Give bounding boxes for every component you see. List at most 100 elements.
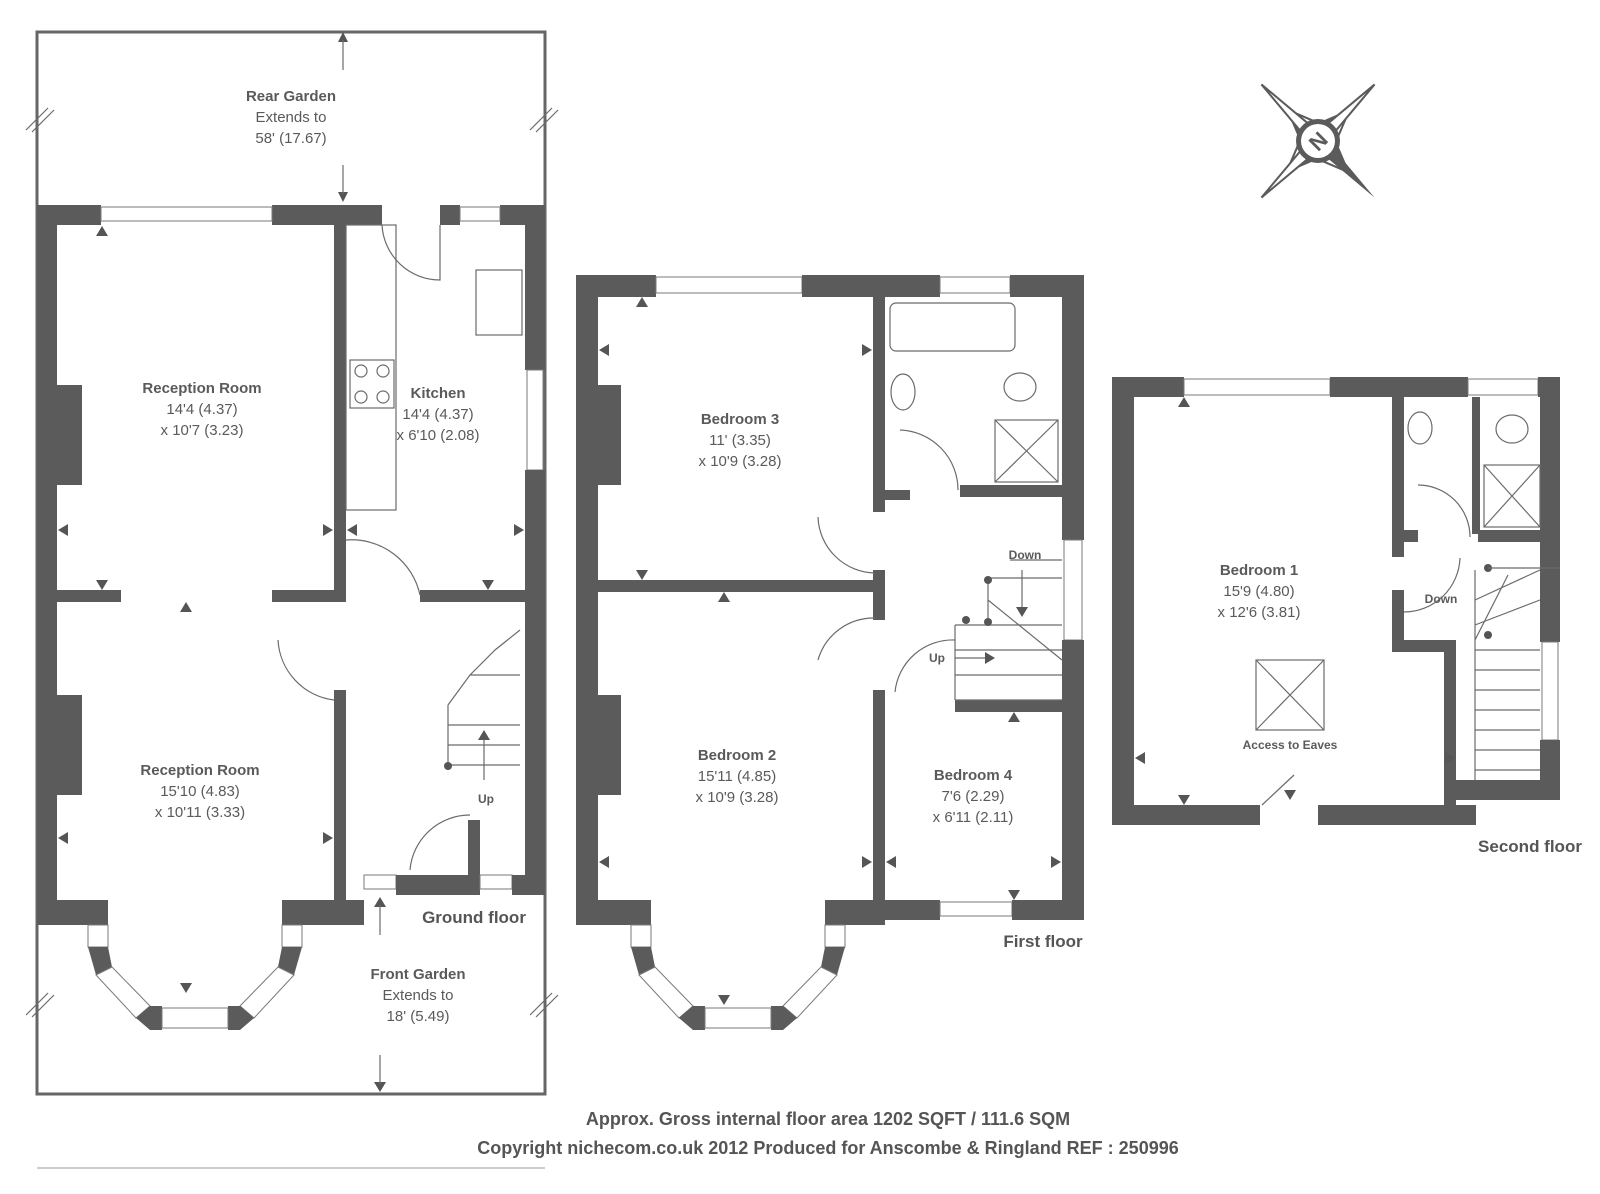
door-swing	[277, 639, 335, 701]
wall	[272, 590, 346, 602]
wall	[334, 205, 346, 595]
ground-floor-plan: Rear Garden Extends to 58' (17.67) Recep…	[25, 30, 559, 1096]
floor-label: Ground floor	[422, 908, 526, 927]
dimension-arrow	[886, 856, 896, 868]
bay-wall	[679, 1006, 705, 1030]
dimension-arrow	[1178, 397, 1190, 407]
room-dimension: 58' (17.67)	[255, 130, 326, 147]
wall	[420, 590, 525, 602]
bay-window	[638, 966, 694, 1019]
door-swing	[409, 814, 471, 871]
wall	[37, 695, 82, 795]
wall	[272, 205, 382, 225]
shower-cross	[994, 419, 1059, 483]
room-dimension: 15'11 (4.85)	[698, 768, 776, 785]
wall	[512, 875, 545, 895]
door-swing	[817, 617, 876, 661]
room-dimension: x 10'9 (3.28)	[699, 453, 782, 470]
break-mark	[529, 107, 559, 133]
window	[939, 276, 1011, 294]
break-mark	[25, 107, 55, 133]
break-mark	[25, 992, 55, 1018]
dimension-arrow	[58, 832, 68, 844]
door-swing	[1261, 774, 1295, 806]
washbasin	[1407, 411, 1433, 445]
dimension-arrow	[323, 832, 333, 844]
wall	[1112, 805, 1260, 825]
room-name: Bedroom 2	[698, 747, 776, 764]
bay-wall	[821, 947, 845, 975]
window	[1467, 378, 1539, 396]
staircase	[1474, 569, 1541, 780]
wall	[1062, 275, 1084, 540]
room-dimension: 15'10 (4.83)	[160, 783, 240, 800]
room-name: Bedroom 1	[1220, 562, 1298, 579]
wall	[37, 205, 57, 925]
wall	[802, 275, 940, 297]
room-dimension: x 6'11 (2.11)	[933, 809, 1014, 826]
bathtub	[889, 302, 1016, 352]
dimension-arrow	[1178, 795, 1190, 805]
door-swing	[345, 539, 421, 596]
dimension-arrow	[96, 580, 108, 590]
hob	[349, 359, 395, 409]
window	[526, 369, 544, 471]
bay-window	[95, 966, 151, 1019]
window	[479, 874, 513, 890]
dimension-arrow	[636, 297, 648, 307]
dimension-arrow	[1445, 752, 1455, 764]
window	[1183, 378, 1331, 396]
bay-wall	[771, 1006, 797, 1030]
window	[1541, 641, 1559, 741]
wall	[1478, 530, 1540, 542]
washbasin	[890, 373, 916, 411]
wall	[1392, 590, 1404, 650]
newel-post	[444, 762, 452, 770]
door-swing	[381, 224, 441, 281]
room-name: Reception Room	[140, 762, 259, 779]
wall	[873, 690, 885, 920]
wall	[576, 900, 651, 925]
dimension-arrow	[862, 344, 872, 356]
bay-window	[824, 924, 846, 948]
wall	[1318, 805, 1476, 825]
wall	[1330, 377, 1468, 397]
floor-label: Second floor	[1478, 837, 1582, 856]
newel-post	[1484, 631, 1492, 639]
dimension-arrow	[338, 192, 348, 202]
room-dimension: 15'9 (4.80)	[1223, 583, 1294, 600]
break-mark	[529, 992, 559, 1018]
stair-arrow-head	[1016, 607, 1028, 617]
dimension-arrow	[862, 856, 872, 868]
window	[939, 901, 1013, 917]
staircase	[954, 559, 1063, 701]
bay-wall	[631, 947, 655, 975]
wall	[598, 580, 873, 592]
bay-window	[782, 966, 838, 1019]
wall	[37, 385, 82, 485]
wall	[334, 690, 346, 900]
stair-arrow-head	[985, 652, 995, 664]
door-swing	[894, 639, 956, 693]
door-swing	[1403, 557, 1461, 613]
kitchen-worktop	[345, 224, 397, 511]
window	[459, 206, 501, 222]
wall	[1444, 640, 1456, 805]
room-dimension: 7'6 (2.29)	[942, 788, 1005, 805]
door-swing	[899, 429, 959, 491]
stair-label: Down	[1009, 548, 1042, 562]
wall	[576, 695, 621, 795]
dimension-arrow	[374, 897, 386, 907]
wall	[960, 485, 1062, 497]
dimension-arrow	[374, 1082, 386, 1092]
wall	[1392, 397, 1404, 557]
room-dimension: 11' (3.35)	[709, 432, 771, 449]
stair-arrow-head	[478, 730, 490, 740]
wall	[1472, 397, 1480, 534]
window	[1063, 539, 1083, 641]
room-dimension: x 6'10 (2.08)	[397, 427, 480, 444]
room-dimension: x 12'6 (3.81)	[1218, 604, 1301, 621]
wall	[576, 385, 621, 485]
dimension-arrow	[599, 856, 609, 868]
wall	[396, 875, 480, 895]
